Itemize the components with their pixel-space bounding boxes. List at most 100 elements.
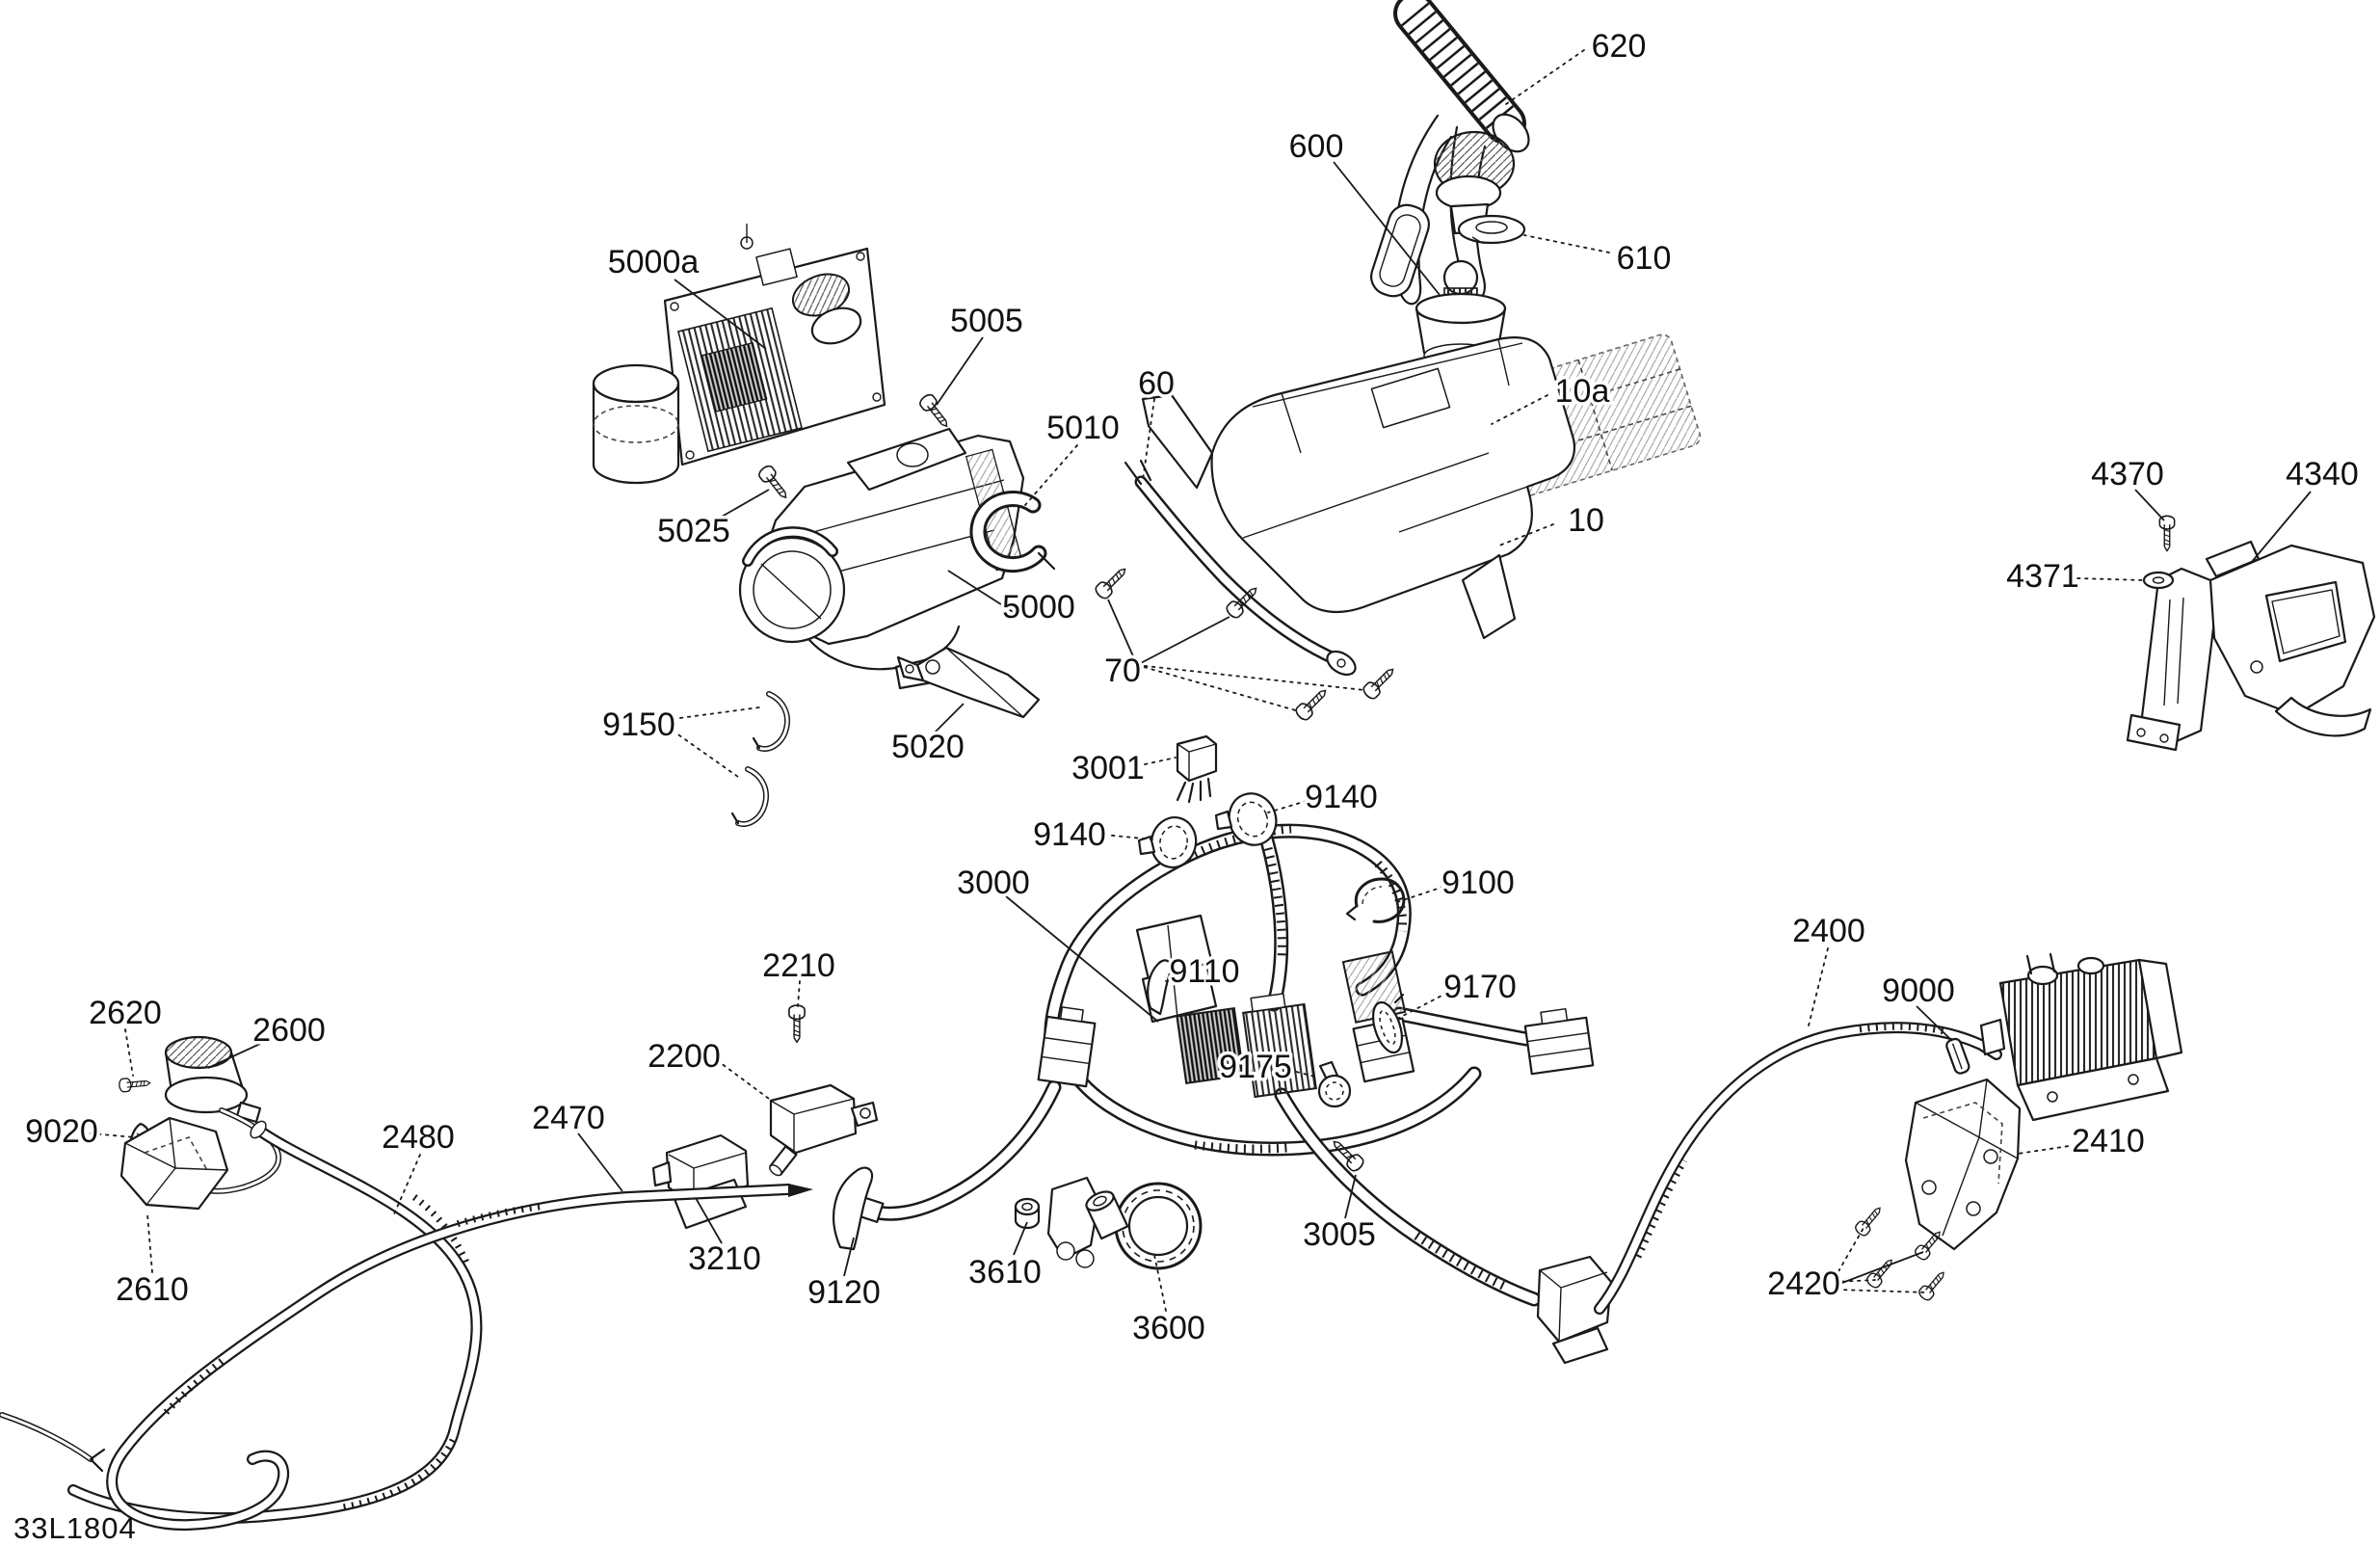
leader-line — [843, 1237, 855, 1277]
leader-line — [1523, 234, 1610, 253]
callout-9120: 9120 — [805, 1237, 884, 1315]
callout-2470: 2470 — [529, 1097, 623, 1192]
part-number-label: 10a — [1555, 373, 1610, 410]
leader-line — [207, 1042, 263, 1069]
part-number-label: 9120 — [807, 1274, 881, 1311]
leader-line — [1836, 1289, 1928, 1293]
part-number-label: 5010 — [1046, 410, 1120, 446]
part-number-label: 5000a — [608, 244, 700, 280]
part-cover-2410 — [1904, 1078, 2022, 1251]
leader-line — [1916, 1005, 1953, 1042]
callout-2420: 2420 — [1764, 1227, 1928, 1306]
leader-line — [1107, 599, 1138, 666]
part-number-label: 5025 — [657, 513, 730, 549]
part-number-label: 610 — [1617, 240, 1672, 277]
leader-line — [674, 279, 767, 350]
callout-9140: 9140 — [1267, 776, 1381, 819]
part-support-bracket-60 — [1124, 459, 1357, 677]
leader-line — [672, 706, 760, 720]
part-number-label: 2200 — [648, 1038, 721, 1075]
leader-line — [1344, 1174, 1357, 1219]
callout-2210: 2210 — [759, 945, 838, 1007]
part-bracket-5020 — [896, 646, 1041, 719]
callout-9020: 9020 — [22, 1110, 136, 1154]
leader-line — [1267, 800, 1308, 813]
callout-10a: 10a — [1491, 370, 1613, 425]
leader-line — [1136, 664, 1300, 712]
part-number-label: 2480 — [382, 1119, 455, 1156]
drawing-number: 33L1804 — [13, 1511, 137, 1545]
part-screw-2620 — [118, 1076, 151, 1093]
leader-line — [1288, 1069, 1319, 1079]
part-number-label: 60 — [1138, 365, 1175, 402]
part-number-label: 9020 — [25, 1113, 98, 1150]
part-number-label: 9170 — [1443, 969, 1517, 1005]
part-sensor-3001 — [1176, 734, 1218, 804]
callout-3005: 3005 — [1300, 1174, 1379, 1257]
part-number-label: 3001 — [1071, 750, 1145, 786]
part-screw-5025 — [755, 463, 793, 504]
part-number-label: 9140 — [1033, 816, 1106, 853]
part-number-label: 3610 — [968, 1254, 1042, 1291]
callout-3610: 3610 — [965, 1221, 1045, 1294]
leader-line — [1808, 947, 1829, 1026]
callout-4371: 4371 — [2003, 555, 2144, 599]
callout-5005: 5005 — [936, 300, 1026, 406]
part-number-label: 5000 — [1002, 589, 1075, 626]
part-number-label: 2610 — [116, 1271, 189, 1308]
part-number-label: 3600 — [1132, 1310, 1205, 1346]
leader-line — [1144, 757, 1177, 765]
part-number-label: 3210 — [688, 1240, 761, 1277]
part-screw-2210 — [788, 1004, 806, 1044]
part-number-label: 4370 — [2091, 456, 2164, 493]
part-number-label: 3000 — [957, 865, 1030, 901]
part-number-label: 9100 — [1441, 865, 1515, 901]
leader-line — [947, 570, 1018, 616]
callout-2480: 2480 — [379, 1116, 458, 1217]
part-cable-2400 — [1594, 1022, 2002, 1315]
part-number-label: 5005 — [950, 303, 1023, 339]
part-regulator-module — [1979, 952, 2183, 1122]
part-washer-4371 — [2142, 571, 2175, 590]
callout-5000: 5000 — [947, 570, 1078, 629]
leader-line — [1005, 895, 1159, 1023]
part-clamp-5010 — [969, 491, 1056, 573]
callout-3600: 3600 — [1129, 1254, 1208, 1350]
callout-3001: 3001 — [1069, 747, 1177, 790]
callout-5010: 5010 — [1024, 407, 1123, 506]
part-number-label: 620 — [1592, 28, 1647, 65]
part-gauge-support-10 — [1141, 336, 1576, 640]
callout-2600: 2600 — [207, 1009, 329, 1069]
callout-10: 10 — [1498, 499, 1607, 546]
part-number-label: 2620 — [89, 995, 162, 1031]
part-number-label: 2210 — [762, 947, 835, 984]
leader-line — [1103, 834, 1153, 840]
part-loop-clamp-9140-right — [1214, 792, 1278, 846]
leader-line — [1142, 398, 1155, 481]
leader-line — [936, 336, 984, 406]
part-wiring-harness-3000 — [850, 823, 1613, 1365]
callout-5020: 5020 — [888, 703, 967, 769]
part-number-label: 4371 — [2006, 558, 2079, 595]
leader-line — [1396, 886, 1444, 903]
leader-line — [797, 980, 801, 1007]
leader-line — [714, 489, 770, 521]
leader-line — [1505, 49, 1585, 105]
callout-3210: 3210 — [685, 1197, 764, 1281]
part-number-label: 2470 — [532, 1100, 605, 1136]
leader-line — [1165, 972, 1182, 982]
leader-line — [2017, 1144, 2076, 1155]
leader-line — [1491, 394, 1548, 425]
callout-4340: 4340 — [2250, 453, 2362, 564]
part-clamp-9100 — [1345, 877, 1406, 923]
part-number-label: 9140 — [1305, 779, 1378, 815]
leader-line — [90, 1132, 136, 1138]
callout-2620: 2620 — [86, 992, 165, 1077]
part-number-label: 4340 — [2286, 456, 2359, 493]
part-map-sensor-2200 — [769, 1083, 879, 1177]
part-number-label: 3005 — [1303, 1216, 1376, 1253]
callout-9140: 9140 — [1030, 813, 1153, 857]
